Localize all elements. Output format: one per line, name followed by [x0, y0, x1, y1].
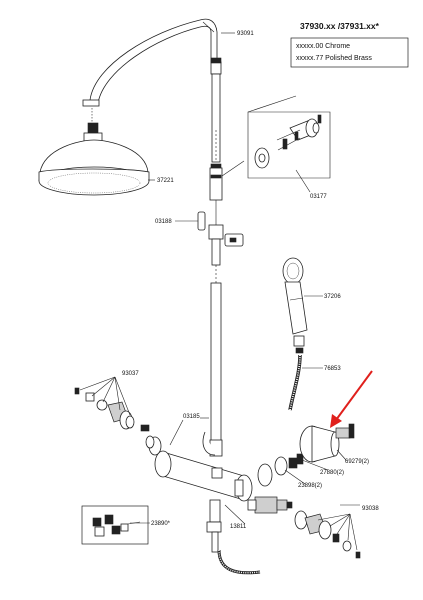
label-93091: 93091 [237, 31, 254, 37]
label-13811: 13811 [230, 524, 247, 530]
model-number: 37930.xx /37931.xx* [300, 21, 380, 31]
leader-lines [130, 32, 360, 525]
label-69279: 69279(2) [345, 459, 369, 465]
hand-shower-slider [197, 200, 244, 247]
label-93038: 93038 [362, 506, 379, 512]
highlight-arrow [330, 370, 373, 428]
label-37206: 37206 [324, 294, 341, 300]
rain-shower-head [38, 132, 150, 196]
right-connection-fittings [257, 423, 355, 487]
label-23890: 23890* [151, 521, 171, 527]
thermostatic-valve-body [145, 419, 253, 523]
finish-polished-brass: xxxxx.77 Polished Brass [296, 55, 372, 62]
wall-bracket [247, 95, 331, 193]
label-76853: 76853 [324, 366, 341, 372]
finish-chrome: xxxxx.00 Chrome [296, 43, 350, 50]
shower-arm [82, 18, 218, 134]
label-27880: 27880(2) [320, 470, 344, 476]
riser-upper [209, 57, 245, 201]
riser-lower [210, 238, 222, 444]
label-03188: 03188 [155, 219, 172, 225]
left-handle-group [74, 376, 150, 432]
label-03177: 03177 [310, 194, 327, 200]
thermostat-cartridge [247, 496, 293, 514]
shower-hose [288, 354, 323, 411]
optional-parts-box [81, 505, 149, 545]
label-23898: 23898(2) [298, 483, 322, 489]
finish-legend-box [290, 37, 409, 68]
right-handle-group [294, 510, 361, 559]
elbow-fitting [206, 521, 261, 575]
hand-shower [282, 257, 323, 354]
label-37221: 37221 [157, 178, 174, 184]
label-03185: 03185 [183, 414, 200, 420]
label-93037: 93037 [122, 371, 139, 377]
